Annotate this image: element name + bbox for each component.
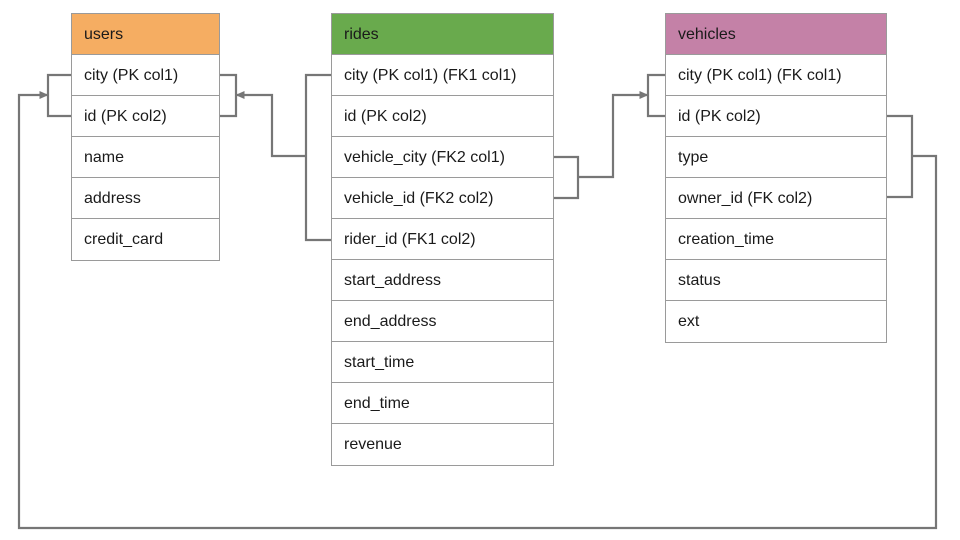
- edge-rides-fk1-bracket-rides: [304, 73, 331, 242]
- entity-rides-field-end-time[interactable]: end_time: [332, 383, 553, 424]
- edge-users-bracket-far-left: [46, 73, 71, 118]
- entity-vehicles-field-owner-id[interactable]: owner_id (FK col2): [666, 178, 886, 219]
- entity-users[interactable]: users city (PK col1) id (PK col2) name a…: [71, 13, 220, 261]
- entity-rides-field-end-address[interactable]: end_address: [332, 301, 553, 342]
- entity-vehicles-field-city[interactable]: city (PK col1) (FK col1): [666, 55, 886, 96]
- entity-vehicles-field-creation-time[interactable]: creation_time: [666, 219, 886, 260]
- entity-rides-field-id[interactable]: id (PK col2): [332, 96, 553, 137]
- entity-users-field-city[interactable]: city (PK col1): [72, 55, 219, 96]
- entity-rides-field-revenue[interactable]: revenue: [332, 424, 553, 465]
- entity-users-field-name[interactable]: name: [72, 137, 219, 178]
- entity-users-title: users: [72, 14, 219, 55]
- entity-rides-field-rider-id[interactable]: rider_id (FK1 col2): [332, 219, 553, 260]
- edge-vehicles-fk-bracket: [887, 114, 914, 199]
- entity-rides-field-start-address[interactable]: start_address: [332, 260, 553, 301]
- entity-rides[interactable]: rides city (PK col1) (FK1 col1) id (PK c…: [331, 13, 554, 466]
- edge-rides-fk1-route: [235, 91, 306, 158]
- entity-rides-field-start-time[interactable]: start_time: [332, 342, 553, 383]
- entity-rides-field-city[interactable]: city (PK col1) (FK1 col1): [332, 55, 553, 96]
- edge-users-bracket-left-of-rides: [220, 73, 238, 118]
- entity-vehicles-title: vehicles: [666, 14, 886, 55]
- entity-users-field-credit-card[interactable]: credit_card: [72, 219, 219, 260]
- entity-vehicles-field-status[interactable]: status: [666, 260, 886, 301]
- entity-vehicles-field-id[interactable]: id (PK col2): [666, 96, 886, 137]
- entity-users-field-address[interactable]: address: [72, 178, 219, 219]
- entity-rides-title: rides: [332, 14, 553, 55]
- entity-rides-field-vehicle-city[interactable]: vehicle_city (FK2 col1): [332, 137, 553, 178]
- edge-vehicles-bracket-left: [646, 73, 665, 118]
- entity-users-field-id[interactable]: id (PK col2): [72, 96, 219, 137]
- entity-vehicles[interactable]: vehicles city (PK col1) (FK col1) id (PK…: [665, 13, 887, 343]
- edge-rides-fk2-route: [578, 91, 649, 179]
- entity-vehicles-field-ext[interactable]: ext: [666, 301, 886, 342]
- edge-rides-fk2-bracket-rides: [554, 155, 580, 200]
- entity-rides-field-vehicle-id[interactable]: vehicle_id (FK2 col2): [332, 178, 553, 219]
- entity-vehicles-field-type[interactable]: type: [666, 137, 886, 178]
